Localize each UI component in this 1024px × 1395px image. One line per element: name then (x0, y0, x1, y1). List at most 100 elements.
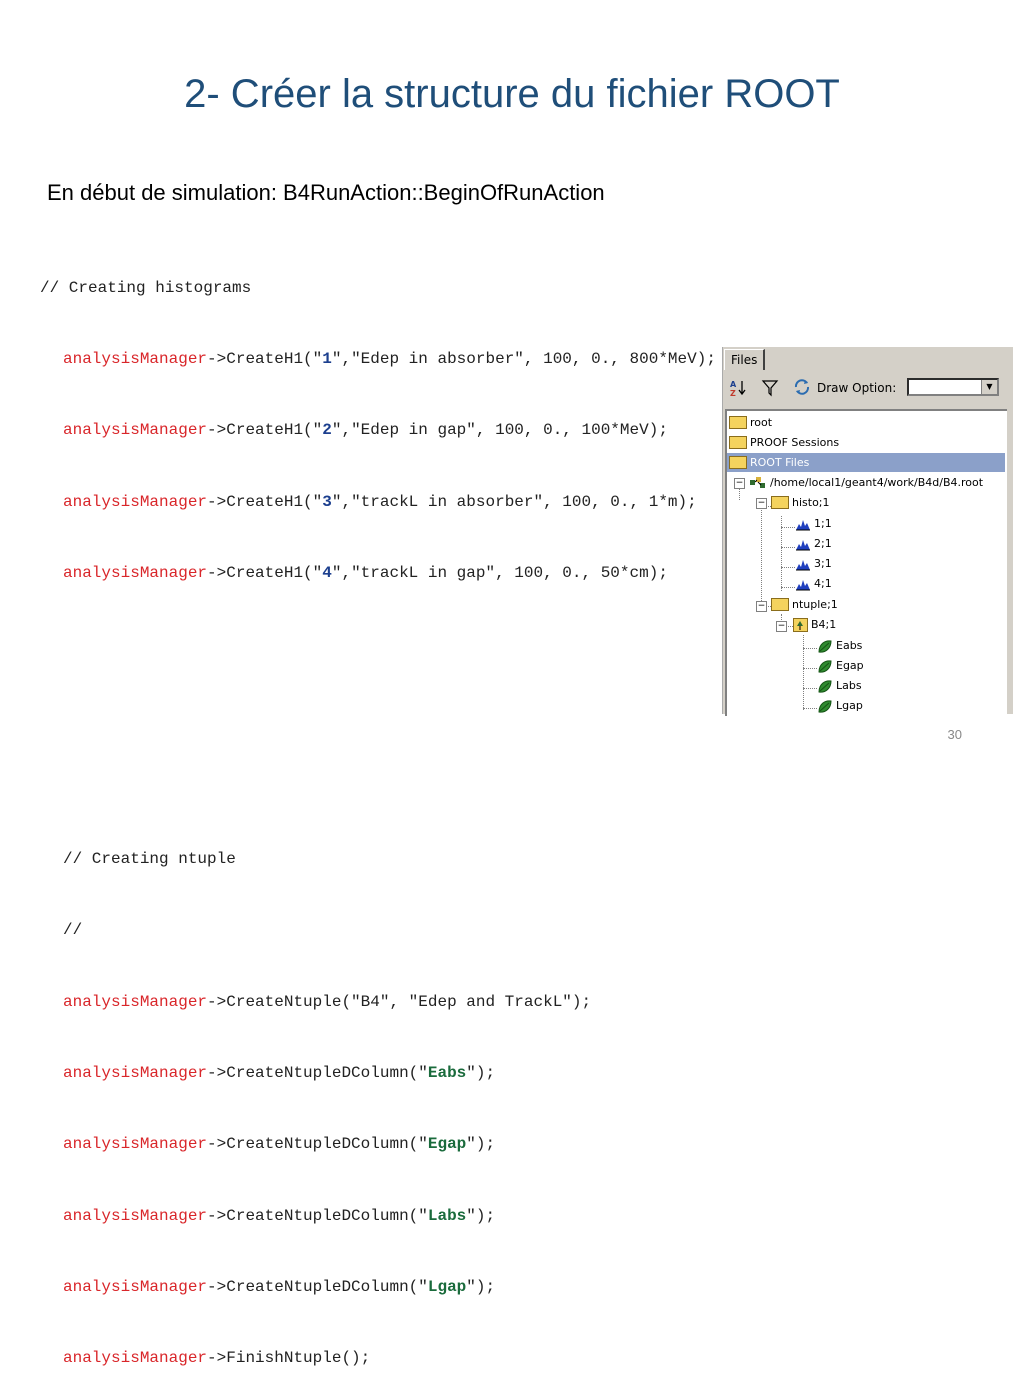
tree-item-leaf-labs[interactable]: Labs (817, 676, 862, 695)
manager-token: analysisManager (63, 564, 208, 583)
tree-item-histo-3[interactable]: 3;1 (795, 554, 832, 573)
tab-files[interactable]: Files (724, 349, 766, 370)
code-comment-histograms: // Creating histograms (40, 278, 252, 297)
leaf-icon (818, 679, 832, 693)
tree-item-root-files[interactable]: ROOT Files (727, 453, 1005, 472)
tree-item-proof-sessions[interactable]: PROOF Sessions (729, 433, 839, 452)
column-name: Labs (427, 1206, 467, 1225)
tree-item-histo-2[interactable]: 2;1 (795, 534, 832, 553)
tree-item-label: histo;1 (792, 496, 830, 509)
draw-option-select[interactable]: ▼ (907, 378, 999, 396)
folder-icon (729, 435, 747, 449)
histo-id: 4 (322, 564, 332, 583)
refresh-icon[interactable] (793, 378, 811, 396)
tree-item-root[interactable]: root (729, 413, 772, 432)
arrow-token: -> (207, 1135, 227, 1154)
tree-item-label: 2;1 (814, 537, 832, 550)
code-line-h1-4: analysisManager->CreateH1("4","trackL in… (40, 562, 716, 586)
tree-connector (781, 527, 795, 528)
svg-text:A: A (730, 380, 737, 389)
code-blank (40, 634, 716, 658)
tree-connector (761, 506, 773, 507)
root-file-icon (750, 477, 765, 488)
code-text: CreateNtupleDColumn(" (226, 1278, 428, 1297)
code-line-column-1: analysisManager->CreateNtupleDColumn("Ea… (40, 1062, 716, 1086)
collapse-icon[interactable]: − (776, 621, 787, 632)
tree-item-label: Egap (836, 659, 864, 672)
code-text: CreateH1(" (226, 421, 323, 440)
leaf-icon (818, 699, 832, 713)
manager-token: analysisManager (63, 1278, 208, 1297)
tree-connector (761, 606, 773, 607)
tree-item-leaf-lgap[interactable]: Lgap (817, 696, 863, 715)
code-text: CreateH1(" (226, 492, 323, 511)
tree-item-ntuple[interactable]: B4;1 (793, 615, 836, 634)
folder-icon (771, 495, 789, 509)
code-text: CreateH1(" (226, 349, 323, 368)
code-line-create-ntuple: analysisManager->CreateNtuple("B4", "Ede… (40, 991, 716, 1015)
tree-connector (781, 567, 795, 568)
tree-connector (781, 626, 793, 627)
tree-item-histo-4[interactable]: 4;1 (795, 574, 832, 593)
folder-icon (729, 455, 747, 469)
tree-connector (803, 688, 817, 689)
tree-item-label: PROOF Sessions (750, 436, 840, 449)
tree-item-leaf-egap[interactable]: Egap (817, 656, 864, 675)
column-name: Lgap (427, 1278, 467, 1297)
tree-item-file[interactable]: /home/local1/geant4/work/B4d/B4.root (749, 473, 983, 492)
arrow-token: -> (207, 564, 227, 583)
code-line-h1-2: analysisManager->CreateH1("2","Edep in g… (40, 419, 716, 443)
arrow-token: -> (207, 1063, 227, 1082)
chevron-down-icon[interactable]: ▼ (981, 380, 997, 394)
code-line-column-2: analysisManager->CreateNtupleDColumn("Eg… (40, 1133, 716, 1157)
draw-option-label: Draw Option: (817, 381, 897, 395)
tree-item-label: 1;1 (814, 517, 832, 530)
code-line-h1-3: analysisManager->CreateH1("3","trackL in… (40, 491, 716, 515)
tree-item-label: root (750, 416, 773, 429)
tree-item-label: 4;1 (814, 577, 832, 590)
code-line-column-4: analysisManager->CreateNtupleDColumn("Lg… (40, 1276, 716, 1300)
tree-connector (761, 508, 762, 603)
arrow-token: -> (207, 992, 227, 1011)
code-text: "); (466, 1206, 496, 1225)
collapse-icon[interactable]: − (756, 601, 767, 612)
histogram-icon (796, 559, 810, 570)
file-tree: root PROOF Sessions ROOT Files − /home/l… (725, 409, 1007, 716)
tree-item-ntuple-dir[interactable]: ntuple;1 (771, 595, 838, 614)
collapse-icon[interactable]: − (734, 478, 745, 489)
code-text: ","trackL in gap", 100, 0., 50*cm); (331, 564, 668, 583)
code-text: CreateH1(" (226, 564, 323, 583)
collapse-icon[interactable]: − (756, 498, 767, 509)
code-comment-slashes: // (63, 921, 83, 940)
code-line-h1-1: analysisManager->CreateH1("1","Edep in a… (40, 348, 716, 372)
leaf-icon (818, 659, 832, 673)
manager-token: analysisManager (63, 992, 208, 1011)
code-text: "); (466, 1063, 496, 1082)
filter-icon[interactable] (761, 379, 779, 397)
manager-token: analysisManager (63, 1206, 208, 1225)
arrow-token: -> (207, 1278, 227, 1297)
code-block: // Creating histograms analysisManager->… (40, 229, 716, 1395)
code-text: ","Edep in absorber", 100, 0., 800*MeV); (331, 349, 716, 368)
tree-item-histo-1[interactable]: 1;1 (795, 514, 832, 533)
column-name: Egap (427, 1135, 467, 1154)
code-line-finish: analysisManager->FinishNtuple(); (40, 1347, 716, 1371)
svg-text:Z: Z (730, 389, 736, 397)
code-text: CreateNtupleDColumn(" (226, 1206, 428, 1225)
folder-icon (729, 415, 747, 429)
manager-token: analysisManager (63, 1063, 208, 1082)
code-comment-ntuple: // Creating ntuple (63, 849, 236, 868)
tree-item-label: ROOT Files (750, 456, 810, 469)
slide-title: 2- Créer la structure du fichier ROOT (184, 72, 840, 116)
tree-item-histo-dir[interactable]: histo;1 (771, 493, 830, 512)
tree-item-leaf-eabs[interactable]: Eabs (817, 636, 862, 655)
tree-connector (781, 614, 782, 626)
tree-icon (793, 618, 808, 632)
histogram-icon (796, 579, 810, 590)
tree-connector (803, 635, 804, 710)
tree-connector (803, 708, 817, 709)
code-text: CreateNtuple("B4", "Edep and TrackL"); (226, 992, 592, 1011)
